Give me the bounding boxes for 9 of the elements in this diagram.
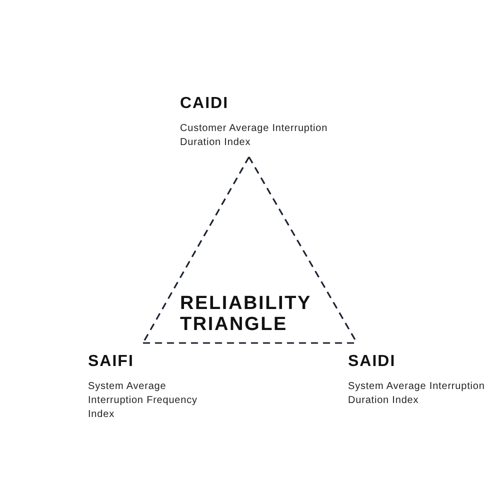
- dashed-line: [142, 156, 250, 344]
- node-description: Customer Average Interruption Duration Index: [180, 122, 329, 150]
- node-description: System Average Interruption Duration Index: [348, 380, 486, 408]
- node-heading: SAIDI: [348, 353, 397, 371]
- node-heading: SAIFI: [88, 353, 135, 371]
- node-heading: CAIDI: [180, 95, 230, 113]
- center-title: RELIABILITY TRIANGLE: [180, 293, 312, 335]
- node-description: System Average Interruption Frequency Index: [88, 380, 198, 422]
- dashed-line: [143, 342, 357, 344]
